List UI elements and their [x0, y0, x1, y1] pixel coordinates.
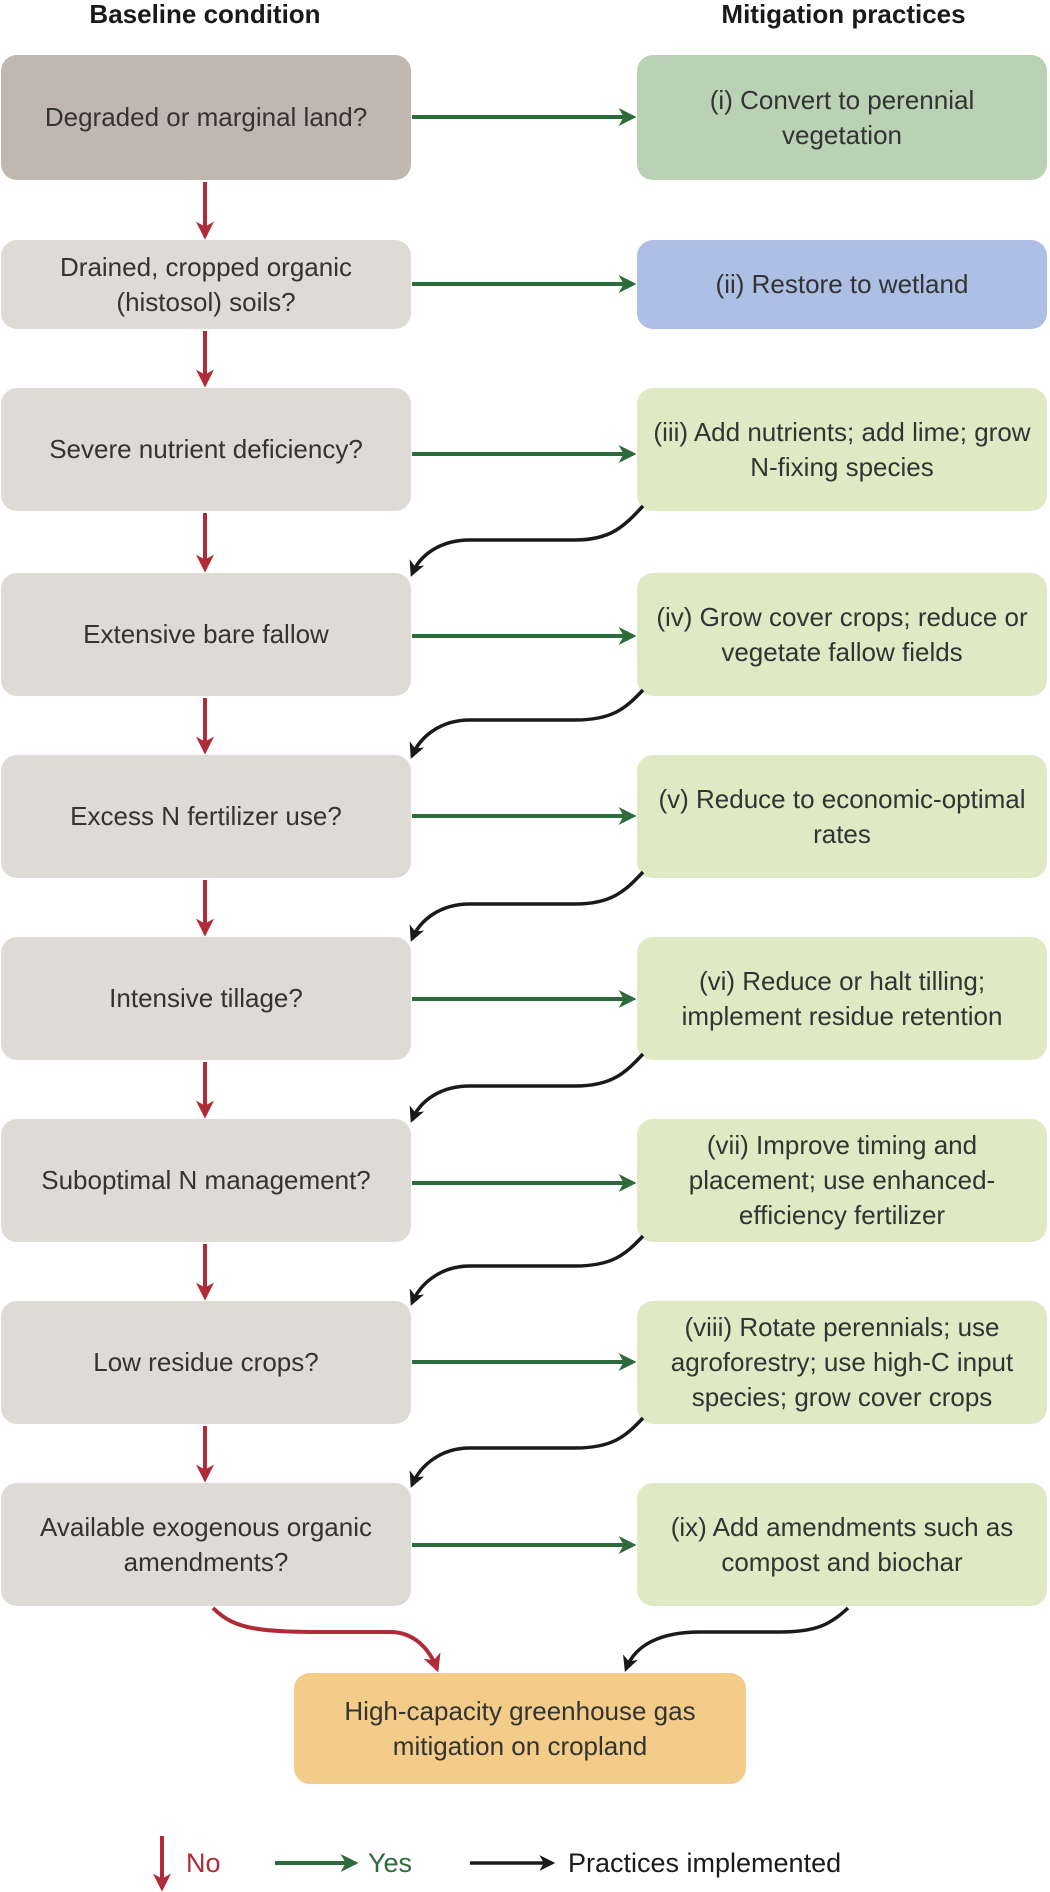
baseline-nutrient-deficiency: Severe nutrient deficiency? [1, 388, 411, 511]
implemented-arrow [409, 504, 645, 577]
practice-improve-timing: (vii) Improve timing and placement; use … [637, 1119, 1047, 1242]
legend-no-label: No [186, 1848, 221, 1878]
practice-label: (ix) Add amendments such as compost and … [670, 1511, 1014, 1577]
no-arrow-to-outcome [211, 1606, 441, 1673]
practice-rotate-perennials: (viii) Rotate perennials; use agroforest… [637, 1301, 1047, 1424]
baseline-label: Degraded or marginal land? [44, 102, 368, 132]
baseline-label: Available exogenous organic amendments? [40, 1511, 372, 1577]
practice-convert-perennial: (i) Convert to perennial vegetation [637, 55, 1047, 180]
implemented-arrow [409, 1052, 645, 1123]
baseline-intensive-tillage: Intensive tillage? [1, 937, 411, 1060]
baseline-label: Extensive bare fallow [83, 619, 329, 649]
implemented-arrow [409, 1416, 645, 1488]
baseline-label: Low residue crops? [93, 1347, 319, 1377]
baseline-label: Suboptimal N management? [41, 1165, 371, 1195]
practice-add-amendments: (ix) Add amendments such as compost and … [637, 1483, 1047, 1606]
practice-label: (iii) Add nutrients; add lime; grow N-fi… [653, 416, 1031, 482]
baseline-label: Drained, cropped organic (histosol) soil… [60, 251, 352, 317]
mitigation-header: Mitigation practices [721, 0, 966, 29]
baseline-degraded-land: Degraded or marginal land? [1, 55, 411, 180]
implemented-arrow [409, 1234, 645, 1306]
implemented-arrow [409, 688, 645, 759]
baseline-drained-organic-soils: Drained, cropped organic (histosol) soil… [1, 240, 411, 329]
practice-add-nutrients: (iii) Add nutrients; add lime; grow N-fi… [637, 388, 1047, 511]
practice-label: (vii) Improve timing and placement; use … [688, 1130, 996, 1230]
practice-label: (viii) Rotate perennials; use agroforest… [670, 1312, 1014, 1412]
practice-restore-wetland: (ii) Restore to wetland [637, 240, 1047, 329]
legend-yes-label: Yes [368, 1848, 413, 1878]
yes-arrows [412, 108, 637, 1554]
practice-label: (ii) Restore to wetland [715, 269, 969, 299]
baseline-bare-fallow: Extensive bare fallow [1, 573, 411, 696]
baseline-label: Intensive tillage? [109, 983, 303, 1013]
baseline-low-residue-crops: Low residue crops? [1, 1301, 411, 1424]
baseline-header: Baseline condition [89, 0, 321, 29]
baseline-organic-amendments: Available exogenous organic amendments? [1, 1483, 411, 1606]
baseline-excess-n-fertilizer: Excess N fertilizer use? [1, 755, 411, 878]
practice-cover-crops: (iv) Grow cover crops; reduce or vegetat… [637, 573, 1047, 696]
practice-reduce-rates: (v) Reduce to economic-optimal rates [637, 755, 1047, 878]
implemented-arrow-to-outcome [623, 1606, 850, 1672]
implemented-arrow [409, 870, 645, 942]
baseline-suboptimal-n-management: Suboptimal N management? [1, 1119, 411, 1242]
outcome-box: High-capacity greenhouse gas mitigation … [294, 1673, 746, 1784]
outcome-label: High-capacity greenhouse gas mitigation … [344, 1695, 696, 1761]
baseline-label: Severe nutrient deficiency? [49, 434, 363, 464]
baseline-label: Excess N fertilizer use? [70, 801, 342, 831]
practice-label: (i) Convert to perennial vegetation [709, 84, 975, 150]
practice-label: (v) Reduce to economic-optimal rates [658, 783, 1026, 849]
practice-label: (vi) Reduce or halt tilling; implement r… [681, 965, 1003, 1031]
practice-reduce-tilling: (vi) Reduce or halt tilling; implement r… [637, 937, 1047, 1060]
legend-implemented-label: Practices implemented [568, 1848, 842, 1878]
practice-label: (iv) Grow cover crops; reduce or vegetat… [656, 601, 1028, 667]
